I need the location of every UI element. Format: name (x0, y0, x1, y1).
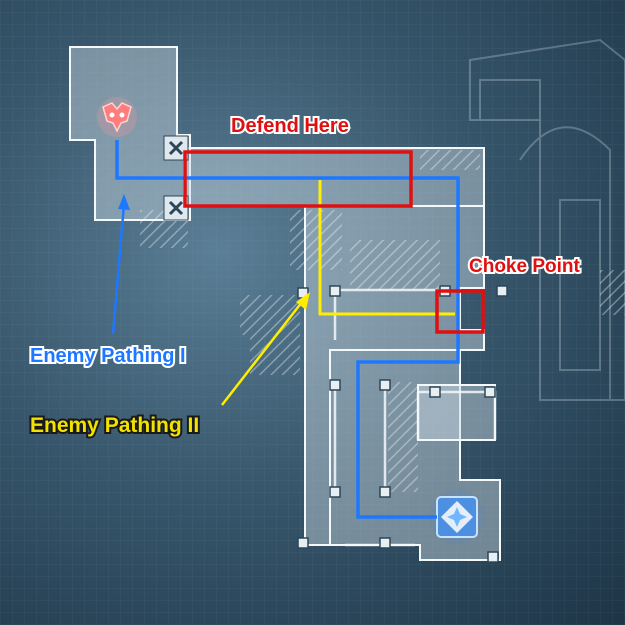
choke-point-box (435, 289, 485, 334)
enemy-spawn-icon (97, 97, 137, 137)
choke-point-label: Choke Point (469, 256, 581, 277)
enemy-path-1-line (115, 140, 460, 519)
enemy-path-2-line (318, 180, 455, 316)
defend-here-label: Defend Here (231, 115, 349, 137)
defend-zone-box (183, 150, 413, 208)
enemy-pathing-2-label: Enemy Pathing II (30, 414, 199, 437)
enemy-path-2-arrow (221, 292, 310, 406)
blocked-x-icon (163, 135, 189, 161)
enemy-path-1-arrow (111, 194, 130, 335)
enemy-pathing-1-label: Enemy Pathing I (30, 345, 186, 367)
protection-objective-icon (427, 487, 487, 547)
background-building (469, 38, 625, 401)
